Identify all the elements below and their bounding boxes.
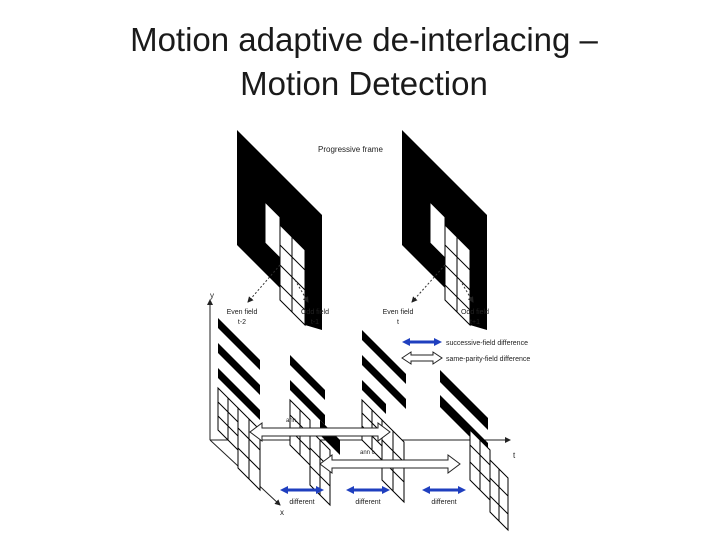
slide-title: Motion adaptive de-interlacing – Motion …: [0, 18, 728, 106]
legend-same-parity-arrow: [401, 351, 443, 365]
field-label-time: t-1: [311, 319, 319, 326]
field-label-time: t: [397, 319, 399, 326]
mid-label-lower: ann c: [360, 450, 375, 456]
field-label-name: Even field: [227, 309, 258, 316]
field-label-time: t+1: [470, 319, 480, 326]
different-label: different: [289, 499, 314, 506]
field-labels: Even field t-2 Odd field t-1 Even field …: [227, 309, 489, 326]
axis-x-label: x: [280, 508, 284, 517]
motion-detection-diagram: Progressive frame Even field t-2 Odd fie…: [207, 130, 530, 532]
field-label-name: Even field: [383, 309, 414, 316]
successive-arrows: [280, 486, 466, 494]
different-labels: different different different: [289, 499, 456, 506]
legend-same-parity-label: same-parity-field difference: [446, 356, 530, 363]
progressive-frame-right: [402, 130, 487, 330]
axis-t-label: t: [513, 451, 516, 460]
field-label-name: Odd field: [461, 309, 489, 316]
split-arrows: [247, 264, 474, 303]
field-t: [361, 330, 406, 504]
title-line-1: Motion adaptive de-interlacing –: [130, 21, 598, 58]
field-label-time: t-2: [238, 319, 246, 326]
progressive-frame-label: Progressive frame: [318, 145, 383, 154]
title-line-2: Motion Detection: [240, 65, 488, 102]
axis-y-label: y: [210, 291, 214, 300]
different-label: different: [431, 499, 456, 506]
same-parity-arrows: [249, 422, 461, 474]
progressive-frame-left: [237, 130, 322, 330]
legend: successive-field difference same-parity-…: [401, 338, 530, 365]
legend-successive-arrow: [402, 338, 442, 346]
mid-label-upper: ann: [286, 418, 296, 424]
field-t-2: [217, 318, 261, 492]
legend-successive-label: successive-field difference: [446, 340, 528, 347]
different-label: different: [355, 499, 380, 506]
field-label-name: Odd field: [301, 309, 329, 316]
field-t+1: [440, 370, 509, 532]
